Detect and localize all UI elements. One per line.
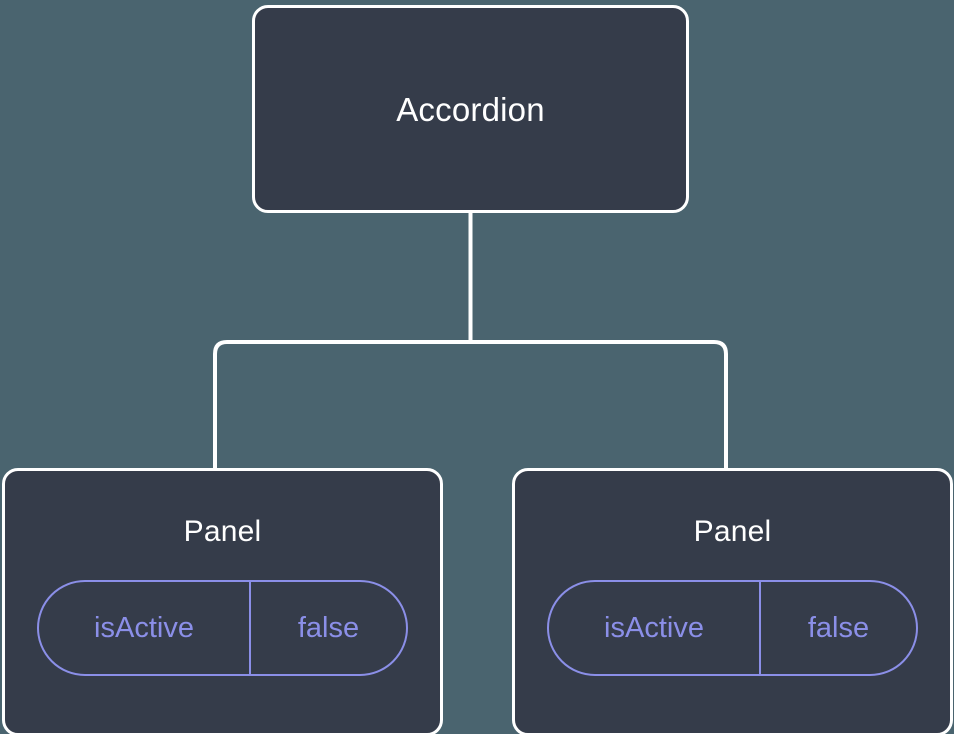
node-panel-2-prop-value: false: [807, 611, 870, 644]
connector-split-bar: [213, 340, 728, 470]
node-panel-2[interactable]: Panel isActive false: [512, 468, 953, 734]
node-panel-2-prop-badge[interactable]: isActive false: [547, 580, 918, 676]
node-panel-1-prop-badge[interactable]: isActive false: [37, 580, 408, 676]
node-panel-1[interactable]: Panel isActive false: [2, 468, 443, 734]
node-accordion[interactable]: Accordion: [252, 5, 689, 213]
node-panel-2-prop-key: isActive: [549, 582, 761, 674]
node-panel-1-label: Panel: [183, 515, 262, 548]
node-panel-2-label: Panel: [693, 515, 772, 548]
node-panel-1-prop-key: isActive: [39, 582, 251, 674]
node-panel-1-prop-value: false: [297, 611, 360, 644]
node-accordion-label: Accordion: [396, 90, 545, 128]
